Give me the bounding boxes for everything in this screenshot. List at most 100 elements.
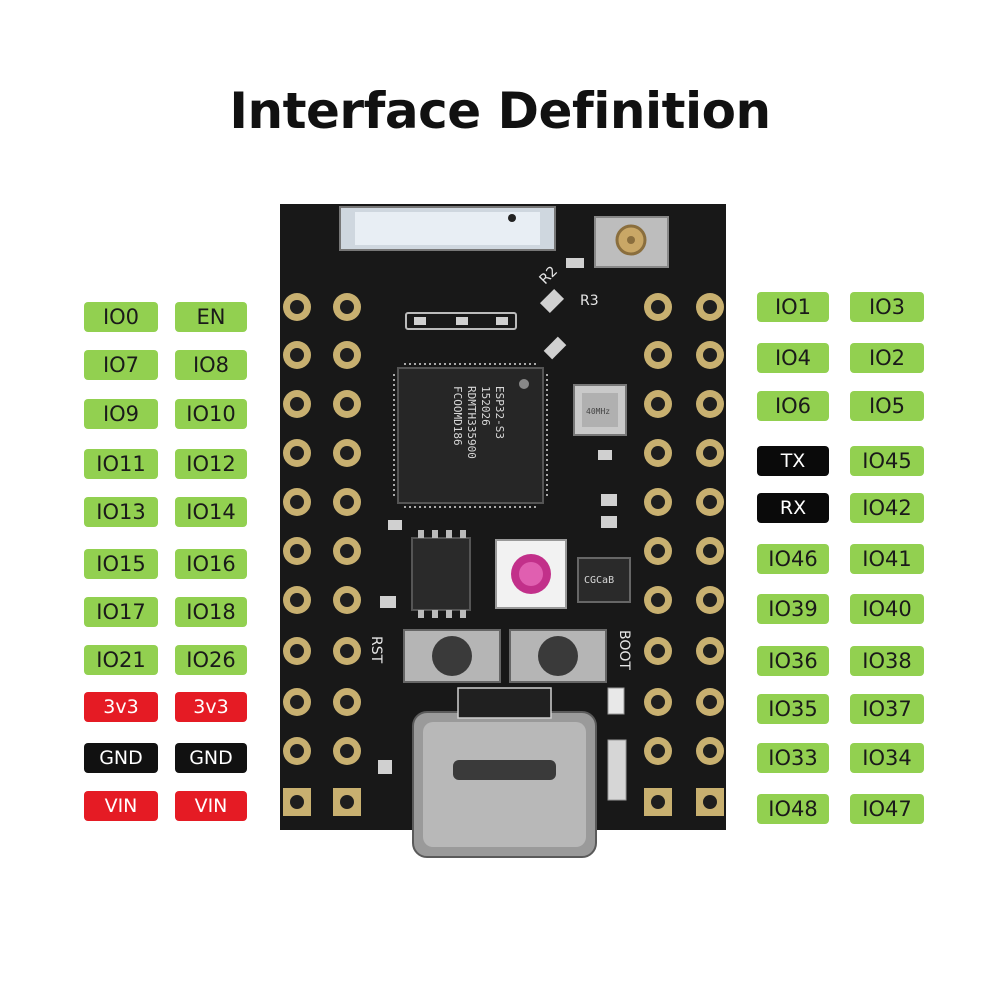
left-pin-tag-io0: IO0 bbox=[84, 302, 158, 332]
header-pad bbox=[283, 537, 311, 565]
header-pad bbox=[644, 341, 672, 369]
header-pad bbox=[696, 637, 724, 665]
right-pin-tag-io38: IO38 bbox=[850, 646, 924, 676]
flash-chip bbox=[411, 537, 471, 611]
right-pin-tag-io40: IO40 bbox=[850, 594, 924, 624]
header-pad bbox=[283, 390, 311, 418]
header-pad bbox=[283, 586, 311, 614]
left-pin-tag-io14: IO14 bbox=[175, 497, 247, 527]
right-pin-tag-io5: IO5 bbox=[850, 391, 924, 421]
esp32-s3-chip bbox=[397, 367, 544, 504]
left-pin-tag-io18: IO18 bbox=[175, 597, 247, 627]
header-pad bbox=[283, 293, 311, 321]
header-pad bbox=[283, 737, 311, 765]
chip-line-3: RDMTH335900 bbox=[465, 386, 478, 459]
header-pads bbox=[283, 293, 724, 816]
right-pin-tag-io48: IO48 bbox=[757, 794, 829, 824]
header-pad bbox=[283, 788, 311, 816]
right-pin-tag-io4: IO4 bbox=[757, 343, 829, 373]
header-pad bbox=[696, 439, 724, 467]
left-pin-tag-io7: IO7 bbox=[84, 350, 158, 380]
chip-line-1: ESP32-S3 bbox=[493, 386, 506, 439]
header-pad bbox=[644, 439, 672, 467]
right-pin-tag-io42: IO42 bbox=[850, 493, 924, 523]
header-pad bbox=[283, 488, 311, 516]
header-pad bbox=[333, 788, 361, 816]
left-pin-tag-io8: IO8 bbox=[175, 350, 247, 380]
left-pin-tag-io13: IO13 bbox=[84, 497, 158, 527]
header-pad bbox=[696, 488, 724, 516]
header-pad bbox=[283, 637, 311, 665]
left-pin-tag-3v3: 3v3 bbox=[84, 692, 158, 722]
header-pad bbox=[644, 537, 672, 565]
left-pin-tag-io11: IO11 bbox=[84, 449, 158, 479]
left-pin-tag-io12: IO12 bbox=[175, 449, 247, 479]
chip-line-2: 152026 bbox=[479, 386, 492, 426]
left-pin-tag-io10: IO10 bbox=[175, 399, 247, 429]
right-pin-tag-io34: IO34 bbox=[850, 743, 924, 773]
header-pad bbox=[333, 439, 361, 467]
header-pad bbox=[696, 788, 724, 816]
right-pin-tag-io39: IO39 bbox=[757, 594, 829, 624]
left-pin-tag-io17: IO17 bbox=[84, 597, 158, 627]
header-pad bbox=[333, 537, 361, 565]
header-pad bbox=[333, 637, 361, 665]
left-pin-tag-3v3: 3v3 bbox=[175, 692, 247, 722]
right-pin-tag-rx: RX bbox=[757, 493, 829, 523]
chip-pins bbox=[393, 363, 548, 508]
left-pin-tag-en: EN bbox=[175, 302, 247, 332]
header-pad bbox=[644, 637, 672, 665]
crystal-label: 40MHz bbox=[586, 407, 610, 416]
rst-label: RST bbox=[368, 636, 384, 664]
right-pin-tag-io1: IO1 bbox=[757, 292, 829, 322]
rst-button[interactable] bbox=[403, 629, 501, 683]
boot-button[interactable] bbox=[509, 629, 607, 683]
header-pad bbox=[696, 537, 724, 565]
left-pin-tag-io21: IO21 bbox=[84, 645, 158, 675]
left-pin-tag-io26: IO26 bbox=[175, 645, 247, 675]
right-pin-tag-io36: IO36 bbox=[757, 646, 829, 676]
left-pin-tag-gnd: GND bbox=[175, 743, 247, 773]
regulator-label: CGCaB bbox=[584, 575, 614, 586]
left-pin-tag-io15: IO15 bbox=[84, 549, 158, 579]
left-pin-tag-vin: VIN bbox=[84, 791, 158, 821]
right-pin-tag-io6: IO6 bbox=[757, 391, 829, 421]
right-pin-tag-io37: IO37 bbox=[850, 694, 924, 724]
header-pad bbox=[283, 341, 311, 369]
header-pad bbox=[644, 788, 672, 816]
header-pad bbox=[696, 341, 724, 369]
header-pad bbox=[333, 488, 361, 516]
header-pad bbox=[696, 293, 724, 321]
header-pad bbox=[644, 390, 672, 418]
left-pin-tag-io9: IO9 bbox=[84, 399, 158, 429]
r3-label: R3 bbox=[580, 293, 599, 309]
header-pad bbox=[333, 293, 361, 321]
header-pad bbox=[696, 688, 724, 716]
header-pad bbox=[333, 688, 361, 716]
header-pad bbox=[696, 586, 724, 614]
right-pin-tag-io47: IO47 bbox=[850, 794, 924, 824]
header-pad bbox=[644, 293, 672, 321]
right-pin-tag-io45: IO45 bbox=[850, 446, 924, 476]
header-pad bbox=[696, 737, 724, 765]
header-pad bbox=[333, 586, 361, 614]
header-pad bbox=[644, 488, 672, 516]
right-pin-tag-tx: TX bbox=[757, 446, 829, 476]
header-pad bbox=[333, 390, 361, 418]
header-pad bbox=[644, 586, 672, 614]
left-pin-tag-gnd: GND bbox=[84, 743, 158, 773]
header-pad bbox=[644, 737, 672, 765]
page-title: Interface Definition bbox=[229, 82, 771, 140]
left-pin-tag-vin: VIN bbox=[175, 791, 247, 821]
header-pad bbox=[644, 688, 672, 716]
right-pin-tag-io33: IO33 bbox=[757, 743, 829, 773]
header-pad bbox=[696, 390, 724, 418]
boot-label: BOOT bbox=[616, 630, 632, 670]
header-pad bbox=[333, 341, 361, 369]
right-pin-tag-io46: IO46 bbox=[757, 544, 829, 574]
right-pin-tag-io41: IO41 bbox=[850, 544, 924, 574]
header-pad bbox=[333, 737, 361, 765]
right-pin-tag-io3: IO3 bbox=[850, 292, 924, 322]
left-pin-tag-io16: IO16 bbox=[175, 549, 247, 579]
